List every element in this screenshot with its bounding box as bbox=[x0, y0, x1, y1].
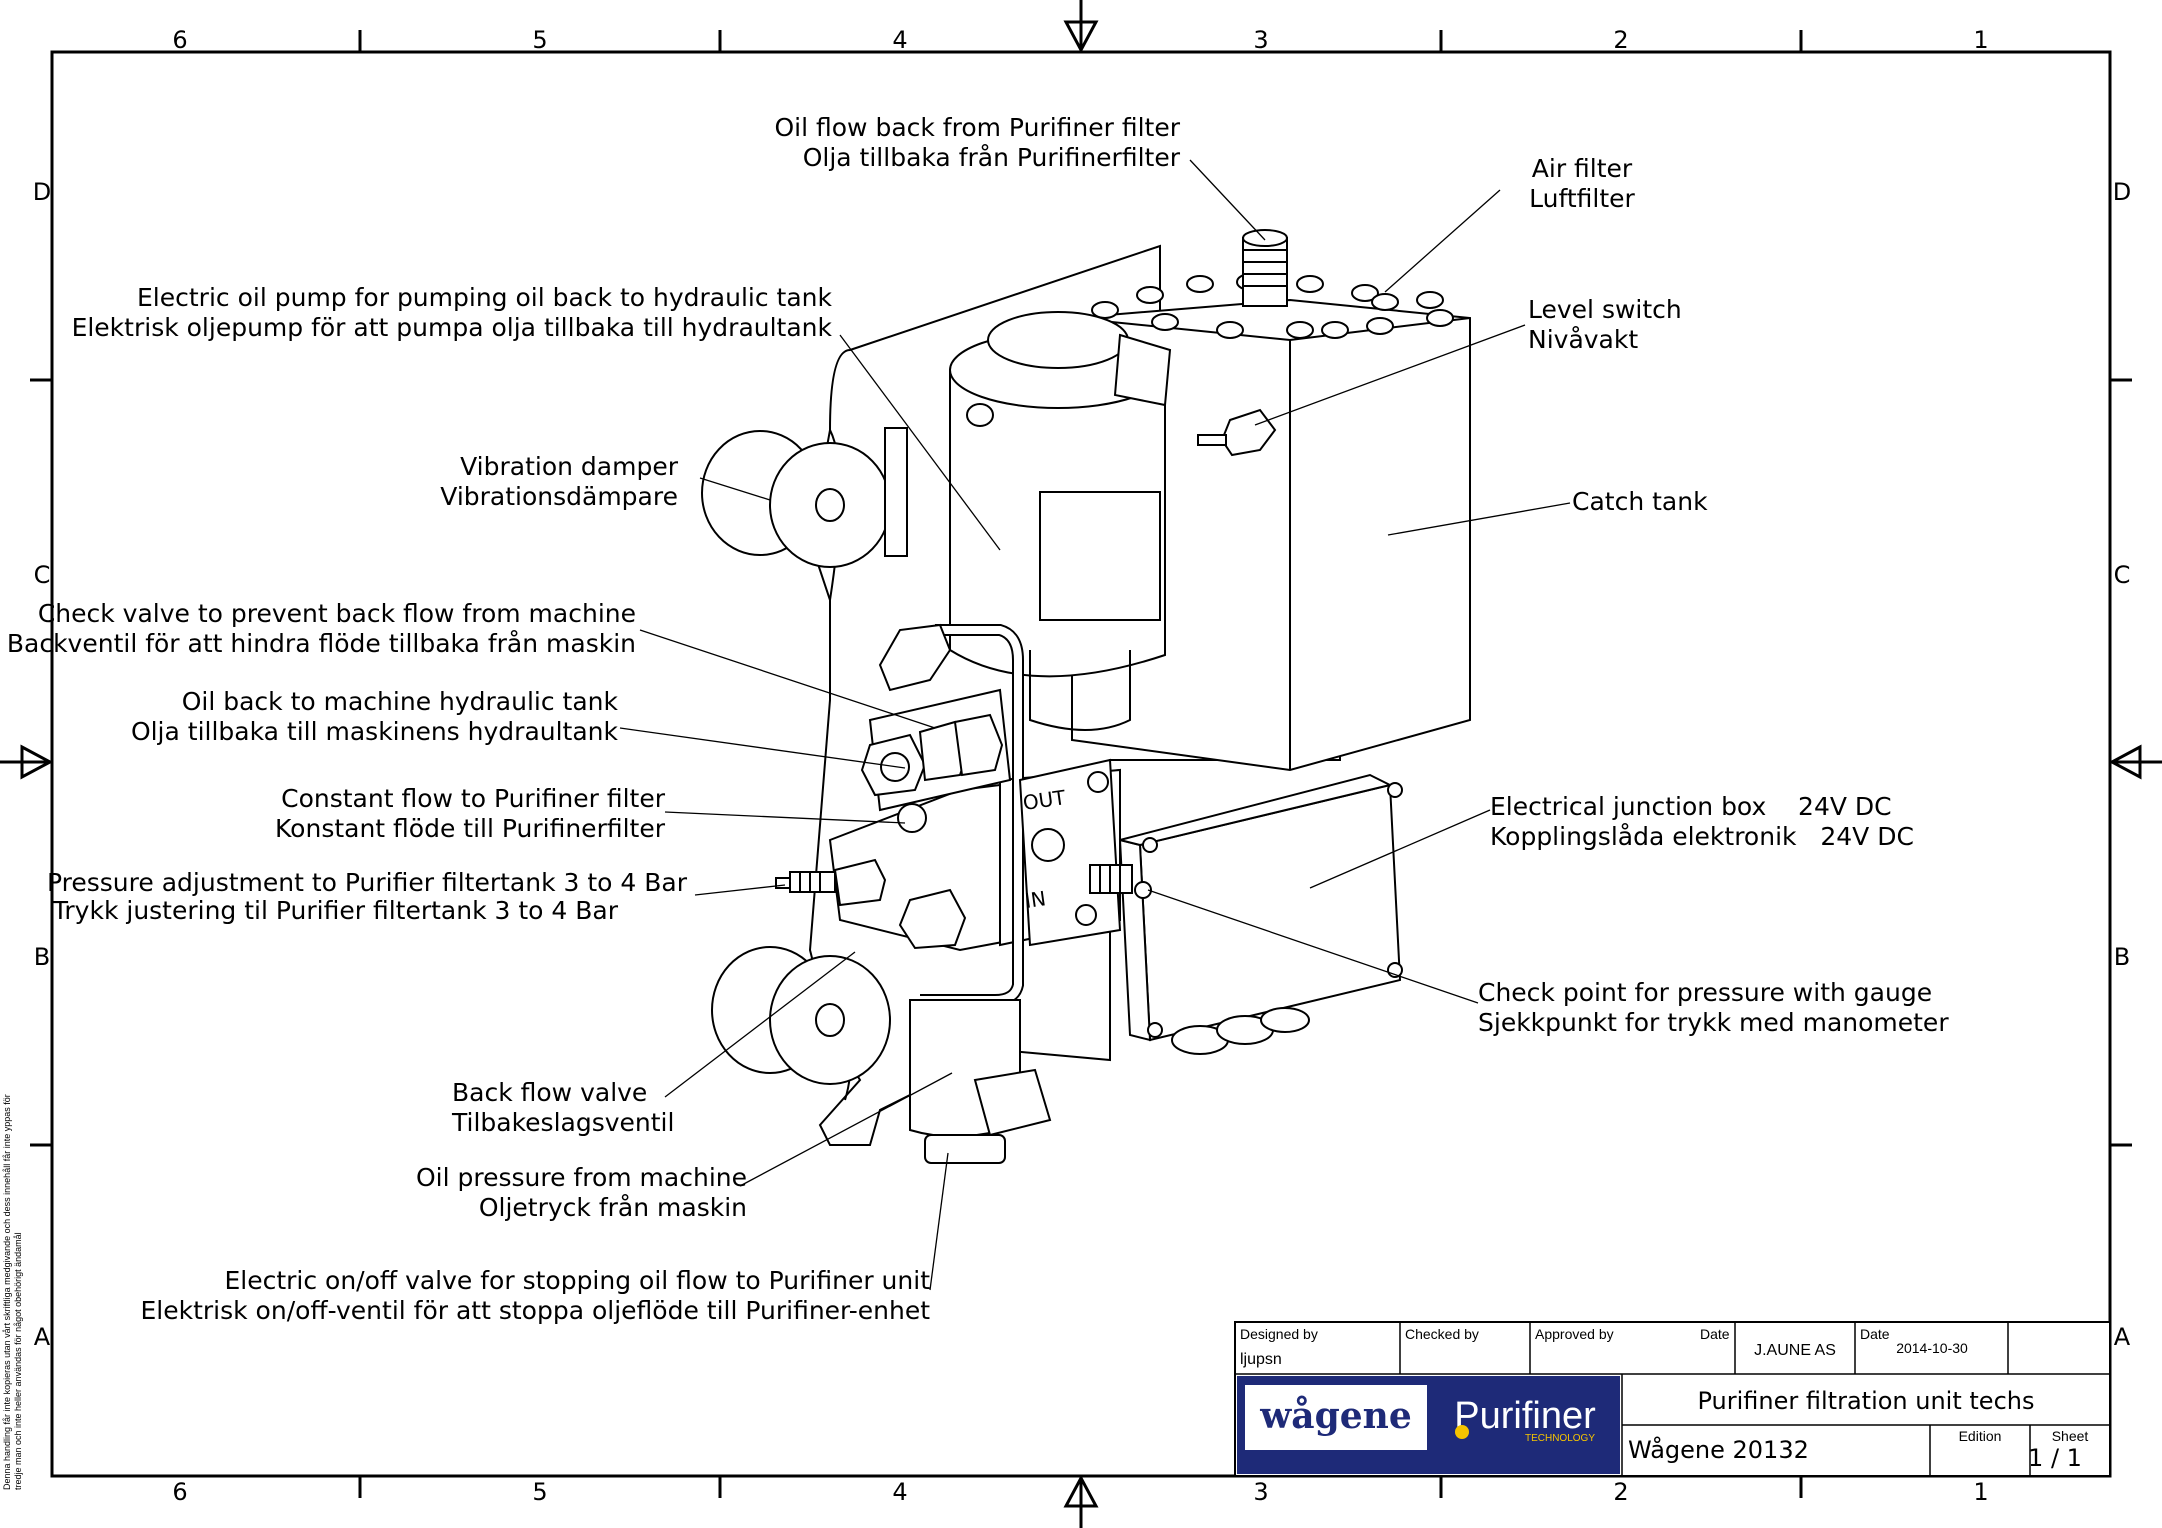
checked-by-label: Checked by bbox=[1405, 1326, 1479, 1342]
callout-oil-back-en: Oil back to machine hydraulic tank bbox=[182, 687, 619, 716]
check-point-fitting bbox=[1089, 864, 1152, 899]
row-label-right: B bbox=[2114, 943, 2130, 971]
logo-wagene: wågene bbox=[1259, 1395, 1411, 1437]
callout-on-off-valve-en: Electric on/off valve for stopping oil f… bbox=[224, 1266, 930, 1295]
purifier-unit-drawing bbox=[701, 229, 1471, 1164]
title-block: Designed by ljupsn Checked by Approved b… bbox=[1234, 1321, 2111, 1477]
callout-texts: Oil flow back from Purifiner filter Olja… bbox=[7, 113, 1949, 1325]
col-label-top: 4 bbox=[892, 26, 907, 54]
logo-technology: TECHNOLOGY bbox=[1525, 1433, 1595, 1444]
callout-air-filter-sv: Luftfilter bbox=[1529, 184, 1635, 213]
junction-box bbox=[1089, 773, 1403, 1055]
callout-check-valve-en: Check valve to prevent back flow from ma… bbox=[38, 599, 636, 628]
callout-level-switch-en: Level switch bbox=[1528, 295, 1682, 324]
callout-junction-box-en: Electrical junction box 24V DC bbox=[1490, 792, 1892, 821]
callout-vibration-damper-sv: Vibrationsdämpare bbox=[440, 482, 678, 511]
valve-manifold bbox=[775, 623, 1122, 1006]
col-label-bottom: 6 bbox=[172, 1478, 187, 1506]
callout-oil-back-sv: Olja tillbaka till maskinens hydraultank bbox=[131, 717, 619, 746]
sheet-value: 1 / 1 bbox=[2028, 1444, 2082, 1472]
electric-pump bbox=[949, 311, 1172, 731]
callout-back-flow-valve-sv: Tilbakeslagsventil bbox=[451, 1108, 674, 1137]
zone-ticks bbox=[30, 30, 2132, 1498]
sheet-label: Sheet bbox=[2052, 1428, 2089, 1444]
callout-electric-pump-sv: Elektrisk oljepump för att pumpa olja ti… bbox=[72, 313, 833, 342]
callout-oil-flow-back-sv: Olja tillbaka från Purifinerfilter bbox=[803, 143, 1181, 172]
col-label-top: 3 bbox=[1253, 26, 1268, 54]
designed-by-label: Designed by bbox=[1240, 1326, 1318, 1342]
date-label-2: Date bbox=[1860, 1326, 1890, 1342]
grid-labels: 6 5 4 3 2 1 6 5 4 3 2 1 D C B A D C B A bbox=[33, 26, 2131, 1506]
drawing-title: Purifiner filtration unit techs bbox=[1698, 1387, 2035, 1415]
callout-check-point-en: Check point for pressure with gauge bbox=[1478, 978, 1932, 1007]
col-label-top: 2 bbox=[1613, 26, 1628, 54]
threaded-outlet bbox=[1242, 237, 1288, 307]
row-label-right: D bbox=[2113, 178, 2131, 206]
callout-junction-box-sv: Kopplingslåda elektronik 24V DC bbox=[1490, 822, 1914, 851]
callout-constant-flow-sv: Konstant flöde till Purifinerfilter bbox=[275, 814, 666, 843]
callout-constant-flow-en: Constant flow to Purifiner filter bbox=[281, 784, 666, 813]
col-label-top: 1 bbox=[1973, 26, 1988, 54]
callout-level-switch-sv: Nivåvakt bbox=[1528, 325, 1638, 354]
pump-bracket bbox=[884, 427, 908, 557]
date-label-1: Date bbox=[1700, 1326, 1730, 1342]
row-label-left: C bbox=[34, 561, 51, 589]
row-label-right: A bbox=[2114, 1323, 2131, 1351]
on-off-valve bbox=[909, 999, 1052, 1164]
col-label-bottom: 5 bbox=[532, 1478, 547, 1506]
col-label-bottom: 1 bbox=[1973, 1478, 1988, 1506]
out-label: OUT bbox=[1021, 785, 1067, 815]
pressure-screw bbox=[833, 858, 887, 907]
callout-oil-flow-back-en: Oil flow back from Purifiner filter bbox=[775, 113, 1181, 142]
date-value: 2014-10-30 bbox=[1896, 1340, 1968, 1356]
logo-purifiner: Purifiner bbox=[1454, 1395, 1596, 1437]
callout-vibration-damper-en: Vibration damper bbox=[460, 452, 679, 481]
row-label-right: C bbox=[2114, 561, 2131, 589]
callout-check-valve-sv: Backventil för att hindra flöde tillbaka… bbox=[7, 629, 636, 658]
drawing-number: Wågene 20132 bbox=[1628, 1435, 1809, 1464]
vibration-damper-top bbox=[701, 430, 891, 568]
edition-label: Edition bbox=[1959, 1428, 2002, 1444]
callout-on-off-valve-sv: Elektrisk on/off-ventil för att stoppa o… bbox=[140, 1296, 930, 1325]
row-label-left: D bbox=[33, 178, 51, 206]
approved-by-label: Approved by bbox=[1535, 1326, 1614, 1342]
designed-by-value: ljupsn bbox=[1240, 1351, 1282, 1368]
confidentiality-note: Denna handling får inte kopieras utan vå… bbox=[2, 1094, 23, 1490]
company-logo: wågene Purifiner TECHNOLOGY bbox=[1237, 1376, 1620, 1474]
col-label-bottom: 4 bbox=[892, 1478, 907, 1506]
callout-air-filter-en: Air filter bbox=[1532, 154, 1633, 183]
col-label-bottom: 2 bbox=[1613, 1478, 1628, 1506]
callout-back-flow-valve-en: Back flow valve bbox=[452, 1078, 647, 1107]
level-switch-fitting bbox=[1197, 408, 1277, 457]
callout-electric-pump-en: Electric oil pump for pumping oil back t… bbox=[137, 283, 833, 312]
catch-tank bbox=[1071, 229, 1471, 772]
leader-lines bbox=[619, 159, 1571, 1291]
col-label-bottom: 3 bbox=[1253, 1478, 1268, 1506]
callout-pressure-adjustment-en: Pressure adjustment to Purifier filterta… bbox=[47, 868, 688, 897]
col-label-top: 6 bbox=[172, 26, 187, 54]
vibration-damper-bottom bbox=[711, 946, 891, 1085]
callout-oil-pressure-en: Oil pressure from machine bbox=[416, 1163, 747, 1192]
in-label: IN bbox=[1023, 886, 1047, 913]
callout-check-point-sv: Sjekkpunkt for trykk med manometer bbox=[1478, 1008, 1949, 1037]
row-label-left: A bbox=[34, 1323, 51, 1351]
col-label-top: 5 bbox=[532, 26, 547, 54]
row-label-left: B bbox=[34, 943, 50, 971]
callout-catch-tank: Catch tank bbox=[1572, 487, 1708, 516]
callout-oil-pressure-sv: Oljetryck från maskin bbox=[479, 1193, 747, 1222]
company-name: J.AUNE AS bbox=[1754, 1342, 1836, 1359]
callout-pressure-adjustment-sv: Trykk justering til Purifier filtertank … bbox=[52, 896, 619, 925]
